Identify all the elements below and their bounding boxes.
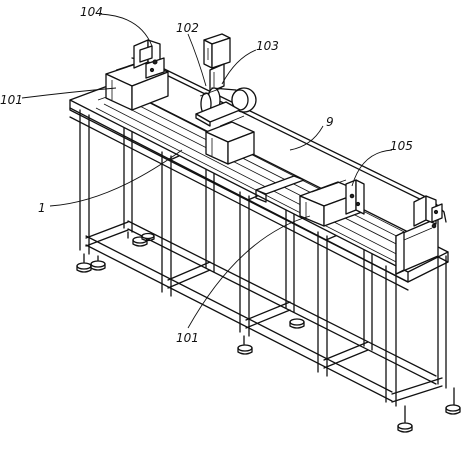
- frame-legs: [79, 93, 447, 407]
- foot: [397, 405, 413, 433]
- label-104: 104: [80, 5, 103, 19]
- foot: [445, 387, 461, 415]
- right-bracket: [345, 179, 365, 215]
- center-clamp: [205, 115, 255, 165]
- label-103: 103: [256, 39, 279, 53]
- labels: 104 102 103 101 9 105 1 101: [0, 5, 413, 345]
- foot: [289, 318, 305, 329]
- table-top: [69, 83, 449, 283]
- leader-lines: [21, 13, 393, 329]
- label-101-bottom: 101: [176, 331, 199, 345]
- foot: [141, 232, 155, 242]
- right-end-plate: [395, 195, 443, 275]
- frame-feet: [76, 231, 461, 433]
- label-102: 102: [176, 21, 199, 35]
- frame-bottom-rails: [85, 220, 437, 402]
- label-9: 9: [326, 115, 334, 129]
- label-105: 105: [390, 139, 413, 153]
- label-1: 1: [38, 201, 46, 215]
- cutting-head: [195, 33, 257, 127]
- foot: [237, 335, 253, 355]
- left-end-bracket: [133, 39, 165, 79]
- foot: [90, 255, 106, 271]
- label-101-top: 101: [0, 93, 23, 107]
- foot: [76, 253, 92, 273]
